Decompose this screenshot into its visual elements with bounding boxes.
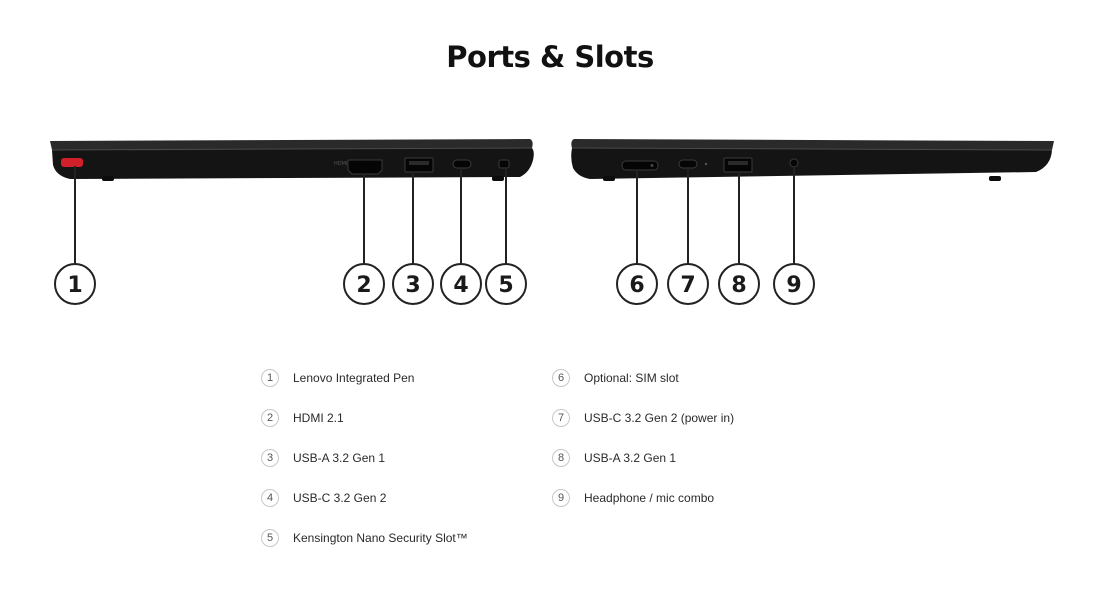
legend-item: 8 USB-A 3.2 Gen 1 [552, 446, 734, 470]
legend-label: Lenovo Integrated Pen [293, 371, 415, 385]
callout-8: 8 [718, 263, 760, 305]
legend-label: Headphone / mic combo [584, 491, 715, 505]
legend-number-badge: 9 [552, 489, 570, 507]
svg-text:5: 5 [498, 273, 513, 298]
legend-item: 3 USB-A 3.2 Gen 1 [261, 446, 468, 470]
svg-text:9: 9 [786, 273, 801, 298]
legend-number-badge: 5 [261, 529, 279, 547]
ports-legend: 1 Lenovo Integrated Pen 2 HDMI 2.1 3 USB… [0, 366, 1100, 566]
legend-number-badge: 7 [552, 409, 570, 427]
legend-item: 6 Optional: SIM slot [552, 366, 734, 390]
legend-item: 9 Headphone / mic combo [552, 486, 734, 510]
legend-item: 5 Kensington Nano Security Slot™ [261, 526, 468, 550]
svg-text:HDMI: HDMI [334, 161, 347, 167]
callout-5: 5 [485, 263, 527, 305]
svg-text:2: 2 [356, 273, 371, 298]
legend-number-badge: 6 [552, 369, 570, 387]
legend-item: 7 USB-C 3.2 Gen 2 (power in) [552, 406, 734, 430]
legend-number-badge: 8 [552, 449, 570, 467]
legend-label: USB-C 3.2 Gen 2 (power in) [584, 411, 735, 425]
callout-1: 1 [54, 263, 96, 305]
legend-label: Optional: SIM slot [584, 371, 679, 385]
callout-2: 2 [343, 263, 385, 305]
callout-circles: 1 2 3 4 5 6 7 8 [54, 263, 815, 305]
callout-7: 7 [667, 263, 709, 305]
legend-label: USB-A 3.2 Gen 1 [293, 451, 386, 465]
usb-c-port-icon [452, 159, 472, 169]
legend-item: 4 USB-C 3.2 Gen 2 [261, 486, 468, 510]
pen-slot-icon [61, 158, 83, 167]
usb-c-power-port-icon [678, 159, 698, 169]
svg-text:1: 1 [67, 273, 82, 298]
page-title: Ports & Slots [446, 40, 654, 74]
legend-number-badge: 3 [261, 449, 279, 467]
callout-4: 4 [440, 263, 482, 305]
hdmi-port-icon [347, 159, 383, 175]
legend-item: 2 HDMI 2.1 [261, 406, 468, 430]
callout-3: 3 [392, 263, 434, 305]
laptop-right-side [571, 139, 1054, 181]
callout-9: 9 [773, 263, 815, 305]
legend-column-right: 6 Optional: SIM slot 7 USB-C 3.2 Gen 2 (… [552, 366, 734, 526]
svg-text:4: 4 [453, 273, 468, 298]
laptop-left-side: HDMI [50, 139, 534, 181]
ports-diagram: HDMI [50, 139, 1054, 305]
legend-label: USB-C 3.2 Gen 2 [293, 491, 387, 505]
svg-text:7: 7 [680, 273, 695, 298]
legend-label: Kensington Nano Security Slot™ [293, 531, 468, 545]
svg-text:6: 6 [629, 273, 644, 298]
callout-6: 6 [616, 263, 658, 305]
svg-text:3: 3 [405, 273, 420, 298]
callout-lines [74, 166, 795, 264]
legend-column-left: 1 Lenovo Integrated Pen 2 HDMI 2.1 3 USB… [261, 366, 468, 566]
sim-slot-icon [621, 160, 659, 171]
legend-label: HDMI 2.1 [293, 411, 344, 425]
headphone-jack-icon [789, 158, 799, 168]
svg-text:8: 8 [731, 273, 746, 298]
legend-item: 1 Lenovo Integrated Pen [261, 366, 468, 390]
security-slot-icon [498, 159, 510, 169]
legend-number-badge: 4 [261, 489, 279, 507]
legend-number-badge: 2 [261, 409, 279, 427]
legend-label: USB-A 3.2 Gen 1 [584, 451, 677, 465]
legend-number-badge: 1 [261, 369, 279, 387]
